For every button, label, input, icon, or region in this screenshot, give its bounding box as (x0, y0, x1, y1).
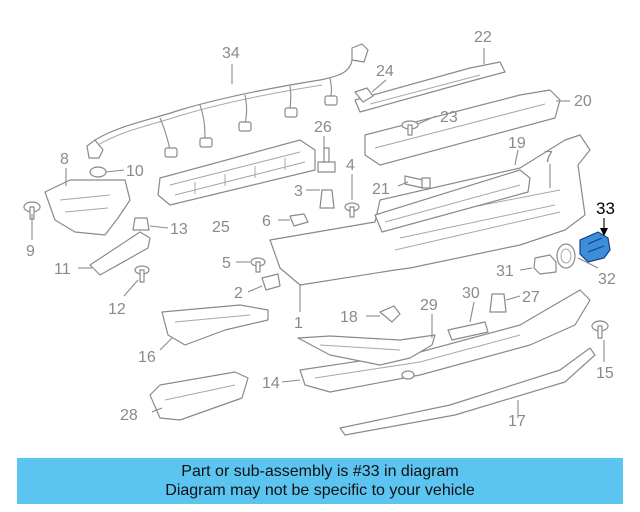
callout-15: 15 (596, 365, 614, 382)
callout-1: 1 (294, 315, 303, 332)
callout-14: 14 (262, 375, 280, 392)
part-17-trim[interactable] (339, 347, 596, 436)
callout-26: 26 (314, 119, 332, 136)
leader-lines (31, 48, 608, 418)
callout-31: 31 (496, 263, 514, 280)
callout-17: 17 (508, 413, 526, 430)
fasteners (23, 87, 609, 339)
callout-7: 7 (544, 149, 553, 166)
part-27-clip (489, 293, 507, 313)
callout-29: 29 (420, 297, 438, 314)
part-8-side-bracket[interactable] (44, 179, 131, 236)
part-13-clip (132, 217, 150, 231)
callout-13: 13 (170, 221, 188, 238)
part-6-nut (289, 213, 309, 227)
part-25-energy-absorber[interactable] (157, 139, 316, 206)
part-9-screw (23, 201, 41, 220)
part-16-bracket[interactable] (161, 304, 269, 346)
callout-16: 16 (138, 349, 156, 366)
part-33-sensor-bracket[interactable] (579, 231, 611, 263)
part-4-screw (344, 202, 360, 218)
callout-34: 34 (222, 45, 240, 62)
part-14-valance[interactable] (299, 289, 591, 393)
callout-25: 25 (212, 219, 230, 236)
callout-21: 21 (372, 181, 390, 198)
part-5-screw (250, 257, 266, 273)
part-24-clip (354, 87, 374, 103)
part-22-bracket[interactable] (354, 61, 506, 113)
part-18-clip (379, 305, 401, 323)
callout-3: 3 (294, 183, 303, 200)
callout-22: 22 (474, 29, 492, 46)
banner-line-2: Diagram may not be specific to your vehi… (165, 482, 475, 499)
callout-8: 8 (60, 151, 69, 168)
part-2-clip (261, 273, 281, 291)
callout-23: 23 (440, 109, 458, 126)
part-10-nut (89, 166, 107, 178)
callout-9: 9 (26, 243, 35, 260)
part-34-wiring-harness[interactable] (86, 43, 369, 159)
part-31-sensor[interactable] (533, 254, 557, 275)
callout-12: 12 (108, 301, 126, 318)
callout-5: 5 (222, 255, 231, 272)
part-32-ring[interactable] (556, 243, 576, 269)
callout-6: 6 (262, 213, 271, 230)
info-banner: Part or sub-assembly is #33 in diagram D… (17, 458, 623, 504)
part-23-push-pin (401, 120, 419, 136)
part-20-reinforcement[interactable] (364, 89, 561, 166)
part-29-reflector[interactable] (297, 334, 436, 366)
callout-20: 20 (574, 93, 592, 110)
banner-line-1: Part or sub-assembly is #33 in diagram (181, 463, 459, 480)
callout-32: 32 (598, 271, 616, 288)
part-12-screw (134, 265, 150, 283)
callout-28: 28 (120, 407, 138, 424)
part-15-screw (591, 320, 609, 339)
part-30-reflector[interactable] (447, 321, 489, 341)
part-26-bolt[interactable] (317, 147, 336, 173)
callout-30: 30 (462, 285, 480, 302)
part-21-bolt (404, 175, 431, 189)
part-3-clip (319, 189, 335, 209)
callout-19: 19 (508, 135, 526, 152)
callout-2: 2 (234, 285, 243, 302)
callout-10: 10 (126, 163, 144, 180)
callout-4: 4 (346, 157, 355, 174)
callout-33: 33 (596, 199, 615, 218)
callout-11: 11 (54, 261, 71, 278)
callout-18: 18 (340, 309, 358, 326)
part-28-bracket[interactable] (149, 371, 249, 421)
callout-labels: 34 22 24 23 20 26 4 3 6 5 2 1 19 7 21 25… (26, 29, 616, 430)
part-19-guide[interactable] (374, 169, 531, 233)
callout-24: 24 (376, 63, 394, 80)
parts-diagram: 34 22 24 23 20 26 4 3 6 5 2 1 19 7 21 25… (23, 29, 616, 436)
part-11-bracket[interactable] (89, 231, 151, 276)
callout-27: 27 (522, 289, 540, 306)
